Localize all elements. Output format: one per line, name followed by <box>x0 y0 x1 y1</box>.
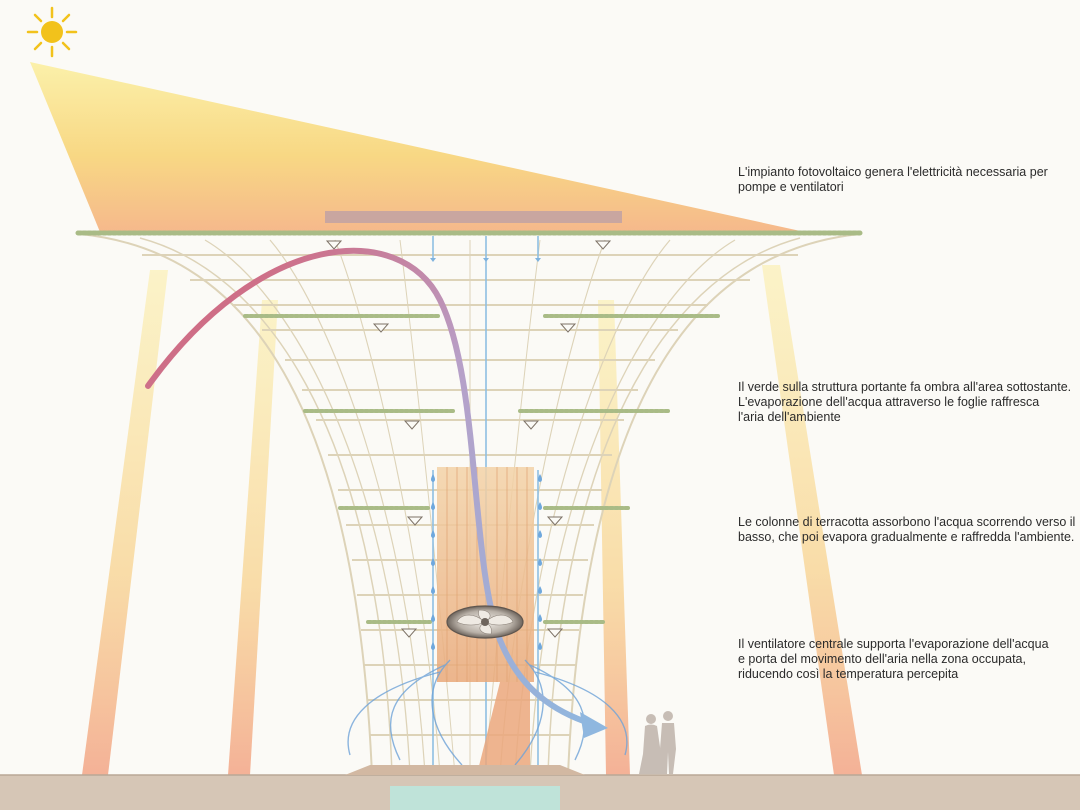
annotation-line: Il ventilatore centrale supporta l'evapo… <box>738 637 1049 651</box>
fan-icon <box>446 605 524 639</box>
annotation-line: riducendo così la temperatura percepita <box>738 667 959 681</box>
green-shelves <box>75 230 863 624</box>
annotation-fan: Il ventilatore centrale supporta l'evapo… <box>738 637 1068 682</box>
air-flow-arrowhead <box>580 712 608 738</box>
air-flow-arrow <box>145 247 595 727</box>
annotation-line: L'impianto fotovoltaico genera l'elettri… <box>738 165 1048 179</box>
annotation-greenery: Il verde sulla struttura portante fa omb… <box>738 380 1072 425</box>
water-pool <box>390 786 560 810</box>
annotation-line: L'evaporazione dell'acqua attraverso le … <box>738 395 1040 409</box>
funnel-structure <box>79 233 861 776</box>
people-silhouette-icon <box>639 711 676 774</box>
annotation-line: Il verde sulla struttura portante fa omb… <box>738 380 1072 394</box>
annotation-terracotta: Le colonne di terracotta assorbono l'acq… <box>738 515 1076 545</box>
pipe-drops <box>430 258 541 262</box>
photovoltaic-panel <box>325 211 622 223</box>
annotation-line: pompe e ventilatori <box>738 180 844 194</box>
sunlight-beams <box>82 265 862 775</box>
base-platform <box>345 765 585 775</box>
annotation-line: l'aria dell'ambiente <box>738 410 841 424</box>
annotation-line: basso, che poi evapora gradualmente e ra… <box>738 530 1075 544</box>
water-drop-icon <box>431 474 542 650</box>
misting-nozzles <box>325 240 612 638</box>
cool-air-swirls <box>347 659 628 766</box>
annotation-line: Le colonne di terracotta assorbono l'acq… <box>738 515 1076 529</box>
terracotta-columns <box>437 467 534 770</box>
sun-icon <box>26 6 78 58</box>
annotation-photovoltaic: L'impianto fotovoltaico genera l'elettri… <box>738 165 1068 195</box>
annotation-line: e porta del movimento dell'aria nella zo… <box>738 652 1026 666</box>
sunlight-wedge <box>30 62 805 232</box>
